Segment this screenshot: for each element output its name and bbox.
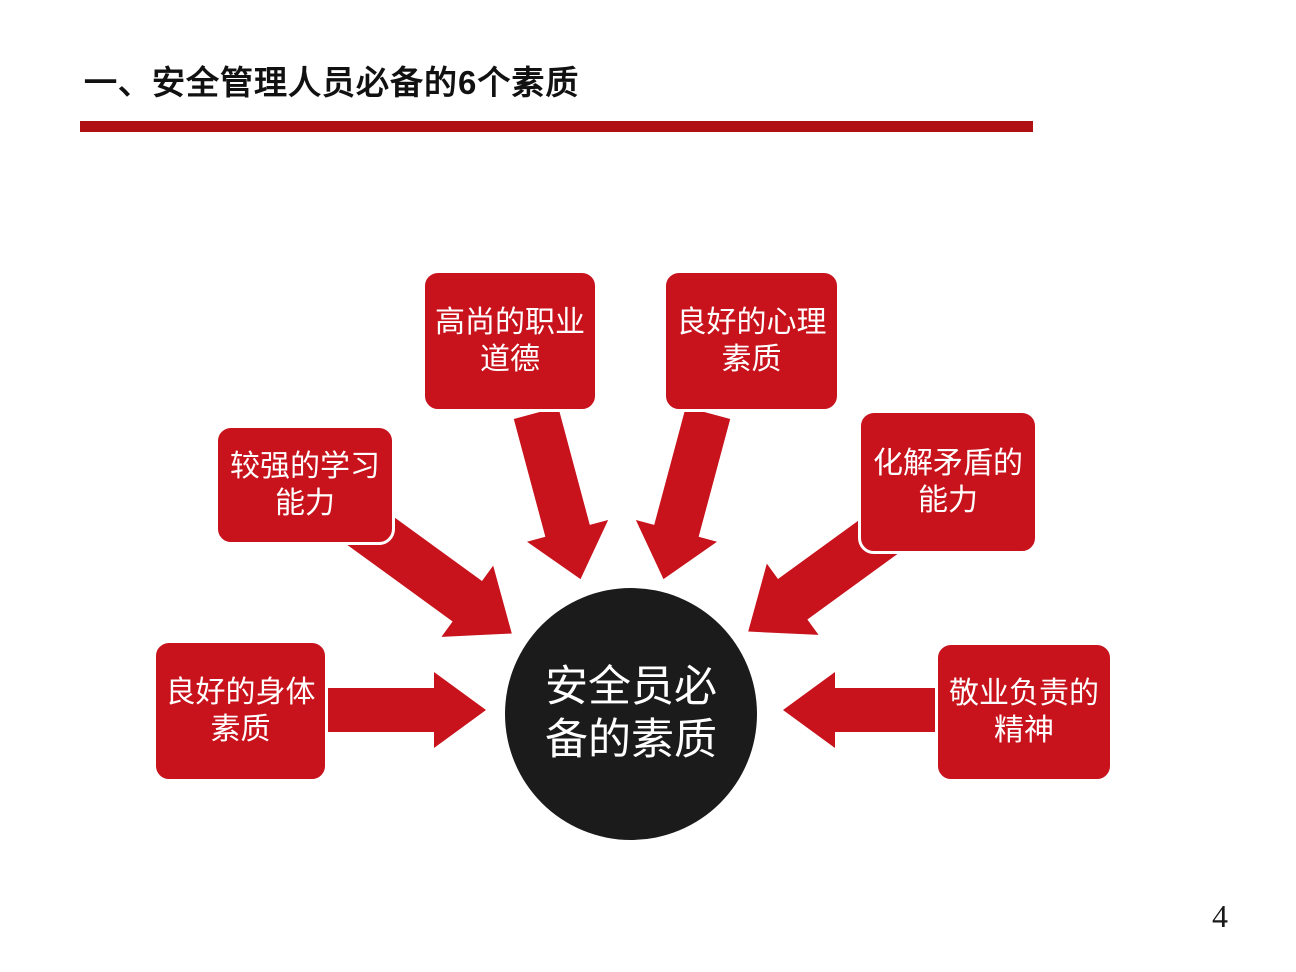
box-label-line: 素质 — [721, 343, 782, 376]
center-label-line: 备的素质 — [545, 716, 717, 764]
box-label-line: 能力 — [275, 487, 335, 520]
box-noble-ethics: 高尚的职业 道德 — [422, 270, 598, 412]
box-label-line: 化解矛盾的 — [873, 447, 1023, 480]
box-physique: 良好的身体 素质 — [153, 640, 328, 782]
arrow-ethics-to-center-icon — [513, 407, 609, 580]
box-label-line: 敬业负责的 — [949, 677, 1099, 710]
page-number: 4 — [1212, 898, 1228, 934]
slide-title: 一、安全管理人员必备的6个素质 — [84, 64, 580, 101]
box-label-line: 良好的身体 — [165, 676, 316, 709]
center-circle: 安全员必 备的素质 — [505, 588, 757, 840]
arrow-dedication-to-center-icon — [783, 672, 935, 748]
box-label-line: 素质 — [210, 713, 271, 746]
center-label-line: 安全员必 — [545, 663, 717, 711]
arrow-psychology-to-center-icon — [635, 407, 731, 580]
box-label-line: 良好的心理 — [676, 306, 827, 339]
box-learning: 较强的学习 能力 — [215, 425, 395, 545]
box-label-line: 精神 — [994, 714, 1054, 747]
box-label-line: 能力 — [918, 484, 978, 517]
box-label-line: 较强的学习 — [230, 450, 380, 483]
box-dedication: 敬业负责的 精神 — [935, 642, 1113, 782]
box-label-line: 道德 — [480, 343, 540, 376]
box-conflict: 化解矛盾的 能力 — [858, 410, 1038, 554]
box-psychology: 良好的心理 素质 — [663, 270, 840, 412]
title-underline — [80, 121, 1033, 132]
box-label-line: 高尚的职业 — [435, 306, 585, 339]
arrow-physique-to-center-icon — [328, 672, 486, 748]
